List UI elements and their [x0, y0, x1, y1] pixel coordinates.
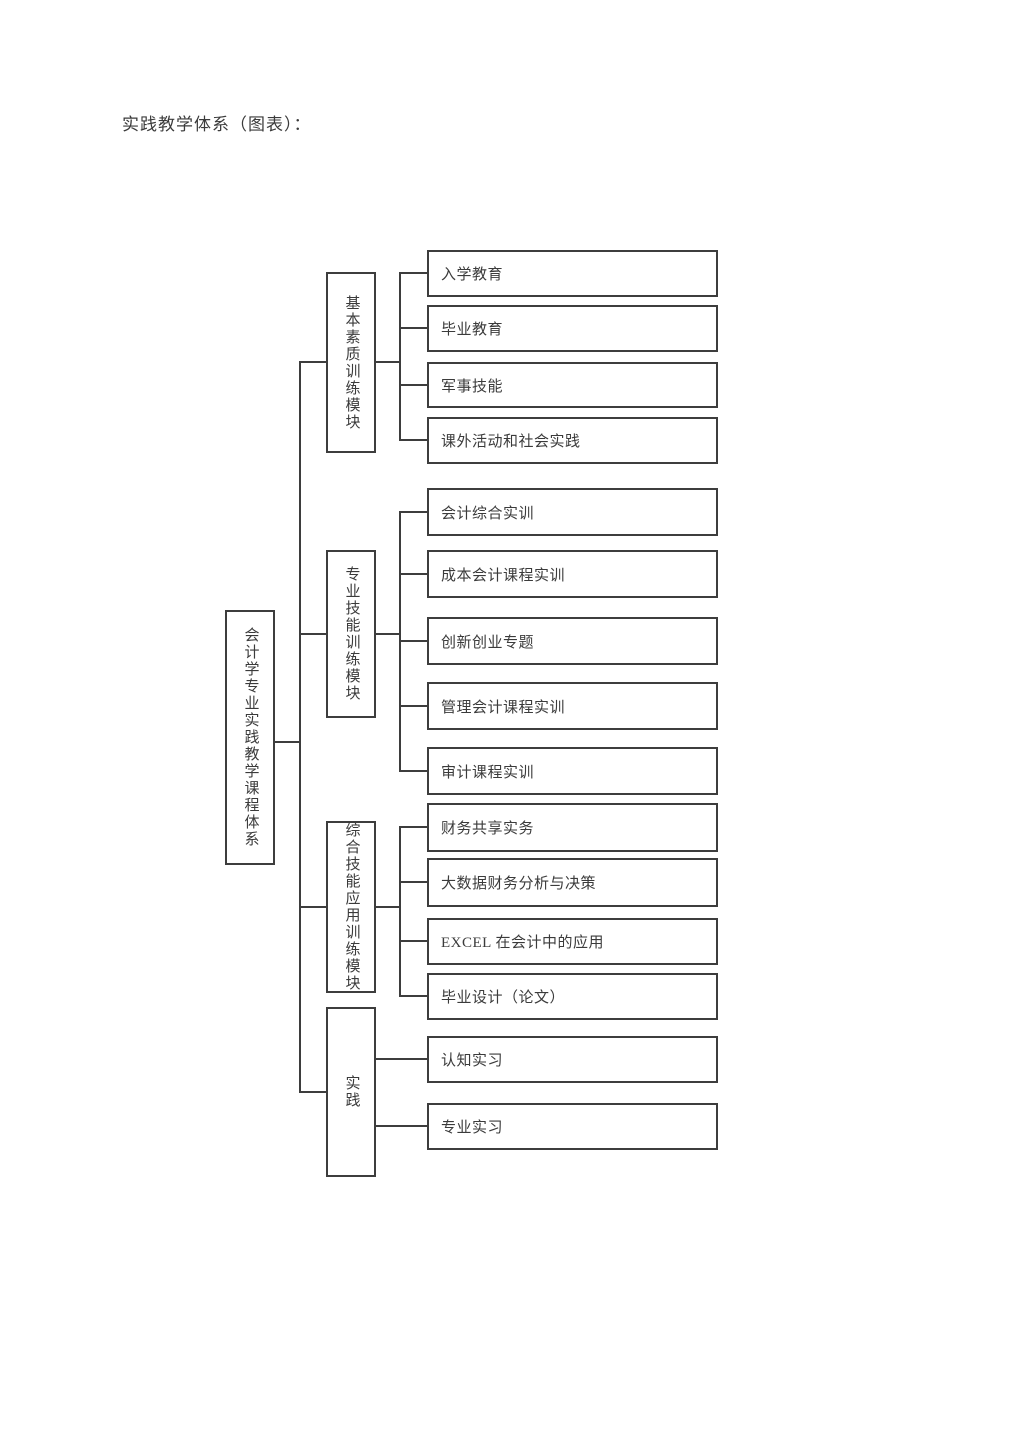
leaf-node: 军事技能 [427, 362, 718, 408]
leaf-node: EXCEL 在会计中的应用 [427, 918, 718, 965]
connector-to-leaf [400, 511, 427, 513]
leaf-node: 财务共享实务 [427, 803, 718, 852]
connector-to-leaf [400, 573, 427, 575]
leaf-node: 专业实习 [427, 1103, 718, 1150]
module-basic-quality-training: 基本素质训练模块 [326, 272, 376, 453]
connector-to-leaf [400, 770, 427, 772]
leaf-node: 审计课程实训 [427, 747, 718, 795]
module-professional-skills-training: 专业技能训练模块 [326, 550, 376, 718]
connector-trunk [299, 361, 301, 1093]
module-comprehensive-skills-training: 综合技能应用训练模块 [326, 821, 376, 993]
leaf-node: 创新创业专题 [427, 617, 718, 665]
leaf-node: 毕业教育 [427, 305, 718, 352]
connector-trunk-to-module [300, 1091, 326, 1093]
leaf-node: 大数据财务分析与决策 [427, 858, 718, 907]
connector-module-out [376, 633, 400, 635]
connector-module-out [376, 361, 400, 363]
leaf-node: 认知实习 [427, 1036, 718, 1083]
connector-to-leaf [400, 826, 427, 828]
connector-trunk-to-module [300, 361, 326, 363]
connector-to-leaf [400, 995, 427, 997]
connector-to-leaf [400, 640, 427, 642]
connector-module-out [376, 906, 400, 908]
connector-trunk-to-module [300, 633, 326, 635]
root-node-label: 会计学专业实践教学课程体系 [242, 627, 259, 848]
connector-to-leaf [400, 439, 427, 441]
connector-to-leaf [400, 705, 427, 707]
leaf-node: 课外活动和社会实践 [427, 417, 718, 464]
connector-to-leaf [400, 940, 427, 942]
module-practice: 实践 [326, 1007, 376, 1177]
root-node-course-system: 会计学专业实践教学课程体系 [225, 610, 275, 865]
connector-group-trunk [399, 272, 401, 441]
connector-to-leaf [400, 384, 427, 386]
connector-to-leaf [376, 1125, 427, 1127]
leaf-node: 毕业设计（论文） [427, 973, 718, 1020]
connector-group-trunk [399, 826, 401, 997]
connector-trunk-to-module [300, 906, 326, 908]
connector-root-to-trunk [275, 741, 300, 743]
module-label: 专业技能训练模块 [343, 566, 360, 702]
leaf-node: 会计综合实训 [427, 488, 718, 536]
page-title: 实践教学体系（图表）： [122, 115, 312, 134]
module-label: 实践 [343, 1075, 360, 1109]
connector-to-leaf [376, 1058, 427, 1060]
connector-to-leaf [400, 327, 427, 329]
connector-to-leaf [400, 881, 427, 883]
connector-to-leaf [400, 272, 427, 274]
module-label: 基本素质训练模块 [343, 294, 360, 431]
leaf-node: 成本会计课程实训 [427, 550, 718, 598]
leaf-node: 管理会计课程实训 [427, 682, 718, 730]
module-label: 综合技能应用训练模块 [343, 822, 360, 992]
leaf-node: 入学教育 [427, 250, 718, 297]
